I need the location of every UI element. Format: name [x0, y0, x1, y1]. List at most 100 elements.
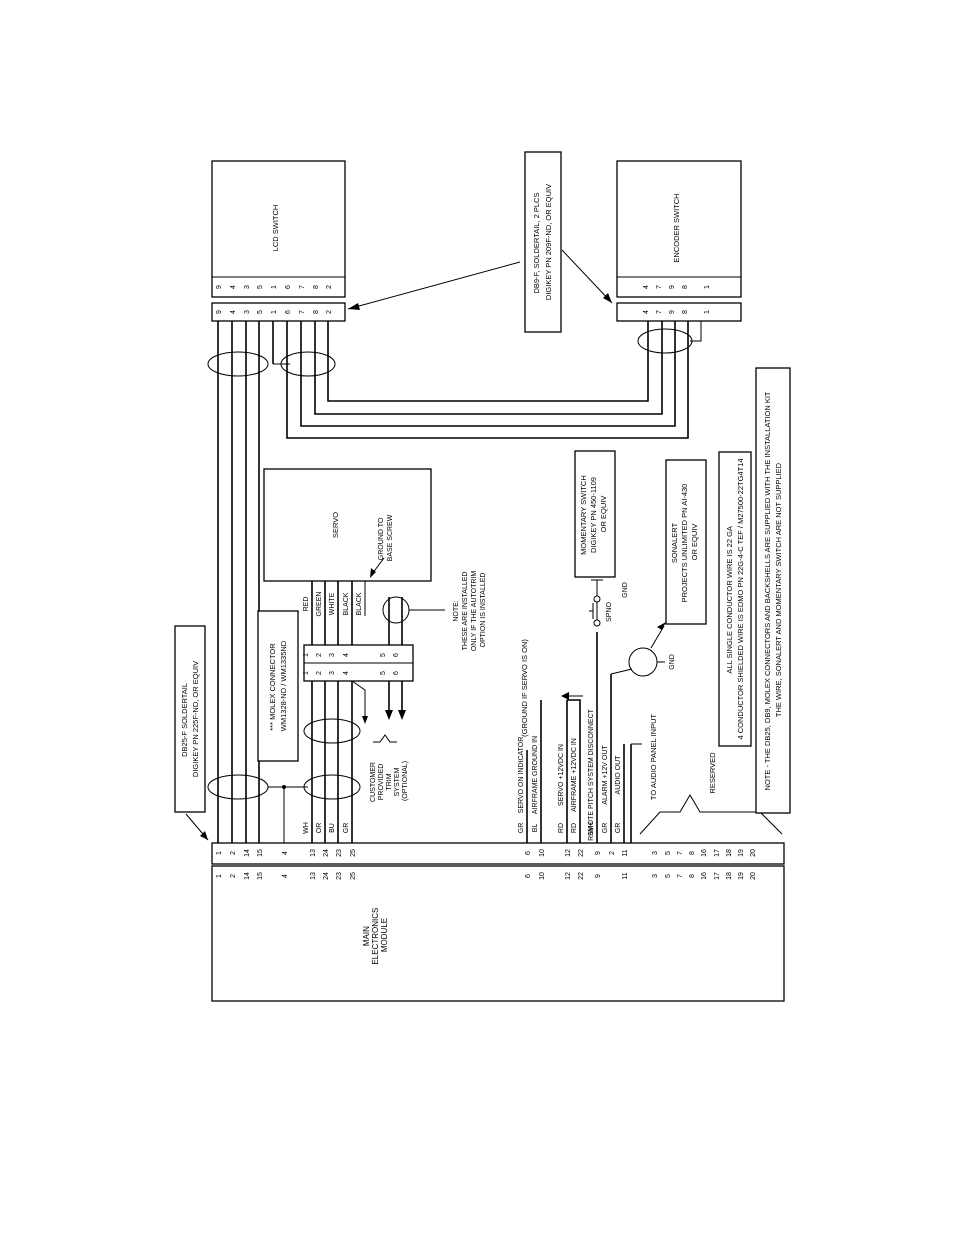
- db25-pin-label: 3: [652, 851, 659, 855]
- module-pin-label: 11: [622, 872, 629, 879]
- sonalert-note-box: [665, 459, 707, 625]
- encoder-connector-pin-label: 1: [704, 310, 711, 314]
- molex-note-text: *** MOLEX CONNECTOR WM1328-ND / WM1335ND: [268, 640, 288, 731]
- main-electronics-module: [211, 865, 785, 1002]
- servo-wire-label: BLACK: [356, 592, 363, 615]
- molex-pin-label: 2: [316, 653, 323, 657]
- signal-wires: [526, 632, 632, 843]
- gnd-label-1: GND: [622, 582, 629, 598]
- module-pin-label: 19: [738, 872, 745, 880]
- encoder-pin-label: 8: [682, 285, 689, 289]
- module-pin-label: 7: [677, 874, 684, 878]
- db25-pin-label: 18: [726, 849, 733, 857]
- main-module-label: MAIN ELECTRONICS MODULE: [362, 905, 389, 964]
- cable-color-label: GR: [343, 823, 350, 834]
- lcd-pin-label: 9: [216, 285, 223, 289]
- signal-color-label: RD: [558, 823, 565, 833]
- shield-loop-encoder-cable: [637, 328, 693, 354]
- molex-note-box: [257, 610, 299, 762]
- molex-pin-label-lower: 4: [343, 671, 350, 675]
- db25-pin-label: 16: [701, 849, 708, 857]
- module-pin-label: 25: [350, 872, 357, 880]
- encoder-db9-connector: [616, 302, 742, 322]
- customer-trim-label: CUSTOMER PROVIDED TRIM SYSTEM (OPTIONAL): [370, 760, 409, 802]
- encoder-pin-label: 9: [669, 285, 676, 289]
- gnd-label-2: GND: [669, 654, 676, 670]
- encoder-connector-pin-label: 9: [669, 310, 676, 314]
- molex-db25-wires: [311, 681, 353, 843]
- encoder-connector-pin-label: 4: [643, 310, 650, 314]
- lcd-pin-label: 6: [285, 285, 292, 289]
- molex-pin-label: 4: [343, 653, 350, 657]
- db25-pin-label: 25: [350, 849, 357, 857]
- module-pin-label: 18: [726, 872, 733, 880]
- signal-name-label: AIRFRAME +12VDC IN: [571, 738, 578, 812]
- lcd-switch-label: LCD SWITCH: [271, 205, 280, 252]
- molex-pin-label: 1: [303, 653, 310, 657]
- momentary-switch-note: MOMENTARY SWITCH DIGIKEY PN 450-1109 OR …: [579, 473, 608, 555]
- module-pin-label: 16: [701, 872, 708, 880]
- db25-pin-label: 2: [609, 851, 616, 855]
- lcd-pin-label: 7: [299, 285, 306, 289]
- db25-pin-label: 5: [665, 851, 672, 855]
- module-pin-label: 17: [714, 872, 721, 880]
- db25-pin-label: 20: [750, 849, 757, 857]
- lcd-switch-box: [211, 160, 346, 298]
- db9-note-box: [524, 151, 562, 333]
- molex-pin-label: 6: [393, 653, 400, 657]
- signal-color-label: RD: [571, 823, 578, 833]
- module-pin-label: 23: [336, 872, 343, 880]
- final-note: NOTE - THE DB25, DB9, MOLEX CONNECTORS A…: [763, 390, 783, 791]
- lcd-connector-pin-label: 9: [216, 310, 223, 314]
- signal-color-label: GR: [615, 823, 622, 834]
- db25-pin-label: 8: [689, 851, 696, 855]
- momentary-switch-symbol: [589, 579, 603, 627]
- shield-loop-servo-2: [303, 774, 361, 800]
- db25-pin-label: 23: [336, 849, 343, 857]
- lcd-connector-pin-label: 7: [299, 310, 306, 314]
- lcd-connector-pin-label: 2: [326, 310, 333, 314]
- ground-to-base-label: GROUND TO BASE SCREW: [378, 514, 394, 561]
- module-pin-label: 3: [652, 874, 659, 878]
- encoder-connector-pin-label: 7: [656, 310, 663, 314]
- molex-pin-label-lower: 1: [303, 671, 310, 675]
- module-pin-label: 20: [750, 872, 757, 880]
- db25-pin-label: 10: [539, 849, 546, 857]
- molex-pin-label-lower: 6: [393, 671, 400, 675]
- to-audio-panel-label: TO AUDIO PANEL INPUT: [649, 714, 658, 801]
- signal-name-label: AIRFRAME GROUND IN: [532, 736, 539, 814]
- signal-color-label: WH: [588, 822, 595, 834]
- lcd-pin-label: 2: [326, 285, 333, 289]
- autotrim-note: NOTE: THESE ARE INSTALLED ONLY IF THE AU…: [453, 569, 487, 651]
- signal-name-label: REMOTE PITCH SYSTEM DISCONNECT: [588, 708, 595, 841]
- module-pin-label: 12: [565, 872, 572, 880]
- lcd-connector-pin-label: 5: [257, 310, 264, 314]
- molex-pin-label: 3: [329, 653, 336, 657]
- encoder-switch-label: ENCODER SWITCH: [672, 193, 681, 262]
- servo-box: [263, 468, 432, 582]
- db25-pin-label: 12: [565, 849, 572, 857]
- encoder-pin-label: 1: [704, 285, 711, 289]
- encoder-pin-label: 7: [656, 285, 663, 289]
- sonalert-symbol: [628, 647, 658, 677]
- wire-notes-box: [718, 451, 752, 747]
- lcd-db9-connector: [211, 302, 346, 322]
- module-pin-label: 24: [323, 872, 330, 880]
- momentary-switch-note-box: [574, 450, 616, 578]
- molex-pin-label-lower: 5: [380, 671, 387, 675]
- db25-pin-label: 24: [323, 849, 330, 857]
- cable-color-label: WH: [303, 822, 310, 834]
- signal-name-label: AUDIO OUT: [615, 755, 622, 795]
- db25-pin-label: 15: [257, 849, 264, 857]
- servo-wire-label: GREEN: [316, 592, 323, 617]
- cable-color-label: OR: [316, 823, 323, 834]
- final-note-box: [755, 367, 791, 814]
- module-pin-label: 4: [282, 874, 289, 878]
- db25-connector: [211, 842, 785, 865]
